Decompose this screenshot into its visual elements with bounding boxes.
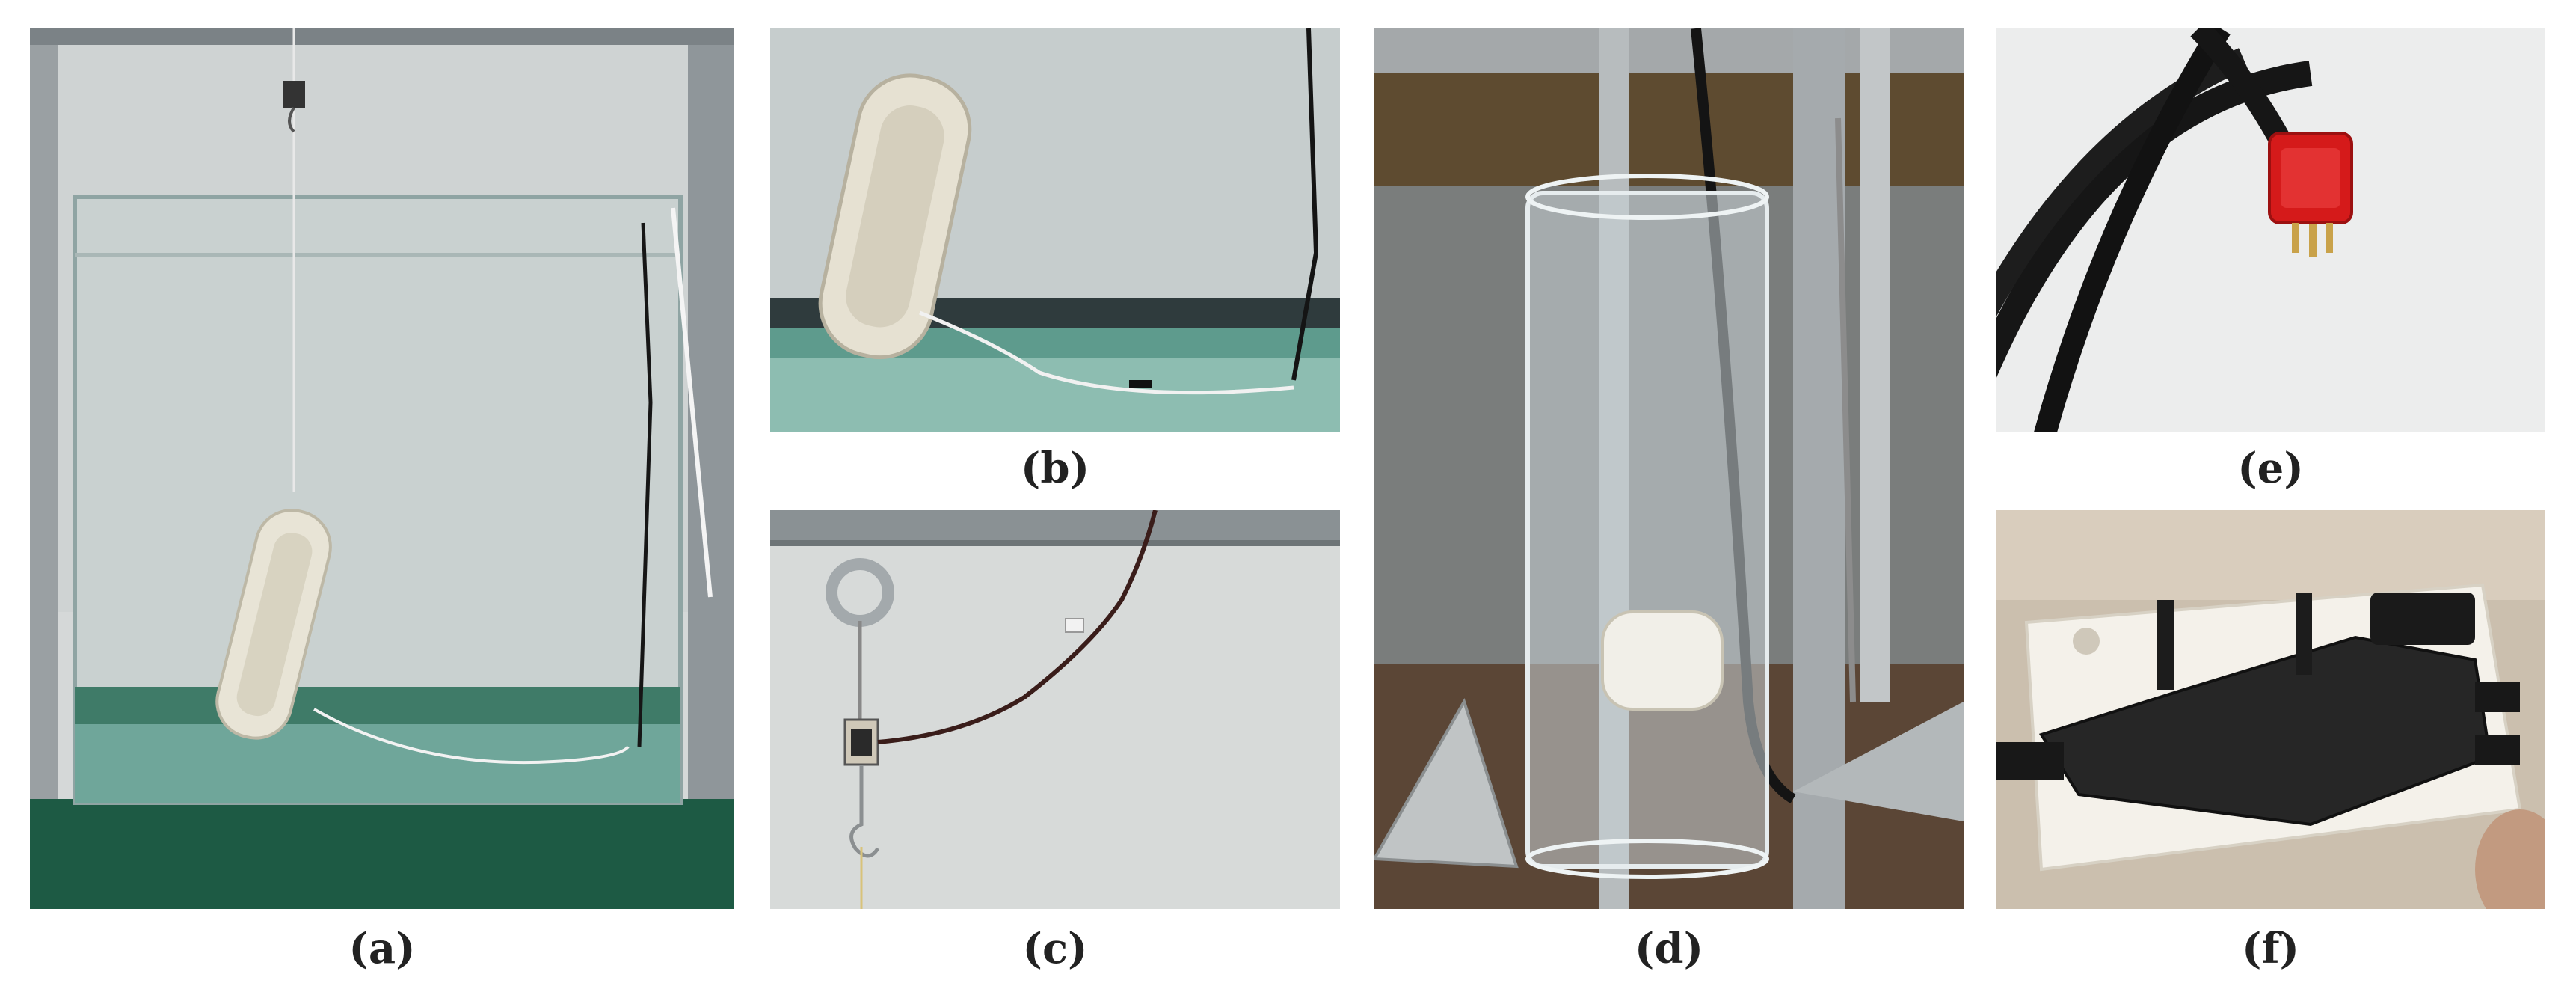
caption-b: (b) [1020,444,1090,493]
load-cell-photo [770,510,1340,909]
photo-panel-f [1996,510,2545,909]
housing-photo [1996,510,2545,909]
photo-panel-a [30,28,734,909]
caption-a: (a) [348,924,416,973]
photo-panel-d [1374,28,1964,909]
tank-test-photo [30,28,734,909]
photo-panel-b [770,28,1340,432]
caption-e: (e) [2237,444,2304,493]
caption-f: (f) [2241,924,2300,973]
photo-panel-e [1996,28,2545,432]
cylinder-cage-photo [1374,28,1964,909]
device-closeup-photo [770,28,1340,432]
caption-d: (d) [1634,924,1704,973]
caption-c: (c) [1022,924,1088,973]
photo-panel-c [770,510,1340,909]
cable-connector-photo [1996,28,2545,432]
